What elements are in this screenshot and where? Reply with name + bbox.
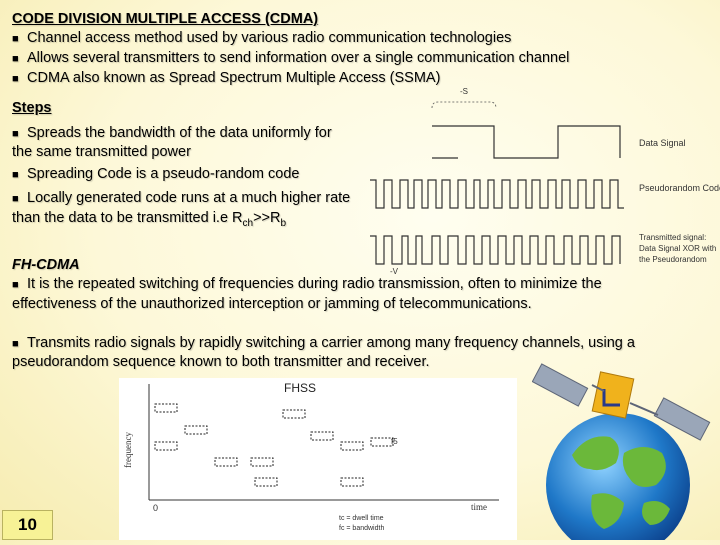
transmitted-signal-waveform	[370, 235, 621, 265]
satellite-icon	[532, 363, 711, 441]
bullet-item-cont: effectiveness of the unauthorized interc…	[12, 296, 532, 312]
bullet-item: ■It is the repeated switching of frequen…	[12, 276, 602, 292]
step-item-cont: than the data to be transmitted i.e Rch>…	[12, 210, 287, 229]
note-label: f5	[391, 437, 398, 446]
bullet-item: ■Transmits radio signals by rapidly swit…	[12, 335, 635, 351]
hop-block	[214, 457, 238, 467]
hop-block	[254, 477, 278, 487]
steps-heading: Steps	[12, 100, 52, 116]
bullet-marker: ■	[12, 169, 19, 181]
hop-block	[250, 457, 274, 467]
step-item-cont: the same transmitted power	[12, 144, 191, 160]
hop-block	[184, 425, 208, 435]
bullet-marker: ■	[12, 338, 19, 350]
globe-land	[591, 493, 624, 529]
transmitted-label-2: Data Signal XOR with	[639, 244, 716, 253]
y-axis-label: frequency	[123, 432, 133, 468]
origin-label: 0	[153, 503, 158, 513]
bullet-item-cont: pseudorandom sequence known to both tran…	[12, 354, 430, 370]
globe-icon	[546, 413, 690, 540]
data-signal-waveform	[432, 125, 621, 159]
fh-cdma-heading: FH-CDMA	[12, 257, 80, 273]
globe-land	[572, 436, 619, 471]
step-item: ■Spreading Code is a pseudo-random code	[12, 166, 300, 182]
fhss-legend-2: fc = bandwidth	[339, 525, 384, 532]
globe-land	[642, 501, 670, 525]
bullet-marker: ■	[12, 279, 19, 291]
hop-block	[340, 441, 364, 451]
bullet-item: ■Channel access method used by various r…	[12, 30, 512, 46]
spread-spectrum-signal-diagram: -S -V Data Signal Pseudorandom Code Tran…	[370, 87, 720, 276]
hop-block	[340, 477, 364, 487]
bullet-marker: ■	[12, 73, 19, 85]
transmitted-label-1: Transmitted signal:	[639, 233, 706, 242]
hop-block	[310, 431, 334, 441]
bullet-marker: ■	[12, 33, 19, 45]
globe-land	[622, 447, 666, 487]
transmitted-label-3: the Pseudorandom	[639, 255, 707, 264]
hop-block	[370, 437, 394, 447]
x-axis-label: time	[471, 502, 487, 512]
mark-top: -S	[460, 87, 468, 96]
pseudorandom-code-waveform	[370, 179, 624, 209]
fhss-title: FHSS	[284, 381, 316, 395]
data-bracket	[431, 101, 497, 109]
mark-mid: -V	[390, 267, 399, 276]
hop-block	[154, 403, 178, 413]
slide-title: CODE DIVISION MULTIPLE ACCESS (CDMA)	[12, 11, 319, 27]
satellite-globe-illustration	[532, 363, 711, 540]
step-item: ■Spreads the bandwidth of the data unifo…	[12, 125, 332, 141]
fhss-legend-1: tc = dwell time	[339, 515, 384, 522]
bullet-marker: ■	[12, 193, 19, 205]
bullet-item: ■Allows several transmitters to send inf…	[12, 50, 570, 66]
bullet-marker: ■	[12, 53, 19, 65]
data-signal-label: Data Signal	[639, 138, 686, 148]
hop-block	[154, 441, 178, 451]
pseudorandom-code-label: Pseudorandom Code	[639, 183, 720, 193]
hop-block	[282, 409, 306, 419]
fhss-figure: FHSS frequency time 0 f5 tc = dwell time…	[119, 378, 517, 540]
bullet-item: ■CDMA also known as Spread Spectrum Mult…	[12, 70, 441, 86]
bullet-marker: ■	[12, 128, 19, 140]
page-number: 10	[2, 510, 53, 540]
step-item: ■Locally generated code runs at a much h…	[12, 190, 351, 206]
